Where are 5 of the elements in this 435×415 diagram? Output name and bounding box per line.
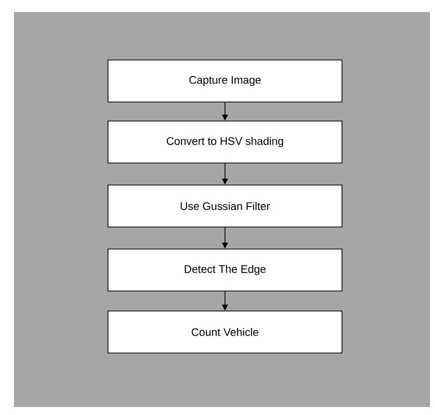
process-box: Capture Image xyxy=(108,60,342,102)
process-box: Use Gussian Filter xyxy=(108,184,342,228)
process-box: Detect The Edge xyxy=(108,248,342,292)
process-box: Convert to HSV shading xyxy=(108,120,342,164)
process-box: Count Vehicle xyxy=(108,310,342,354)
